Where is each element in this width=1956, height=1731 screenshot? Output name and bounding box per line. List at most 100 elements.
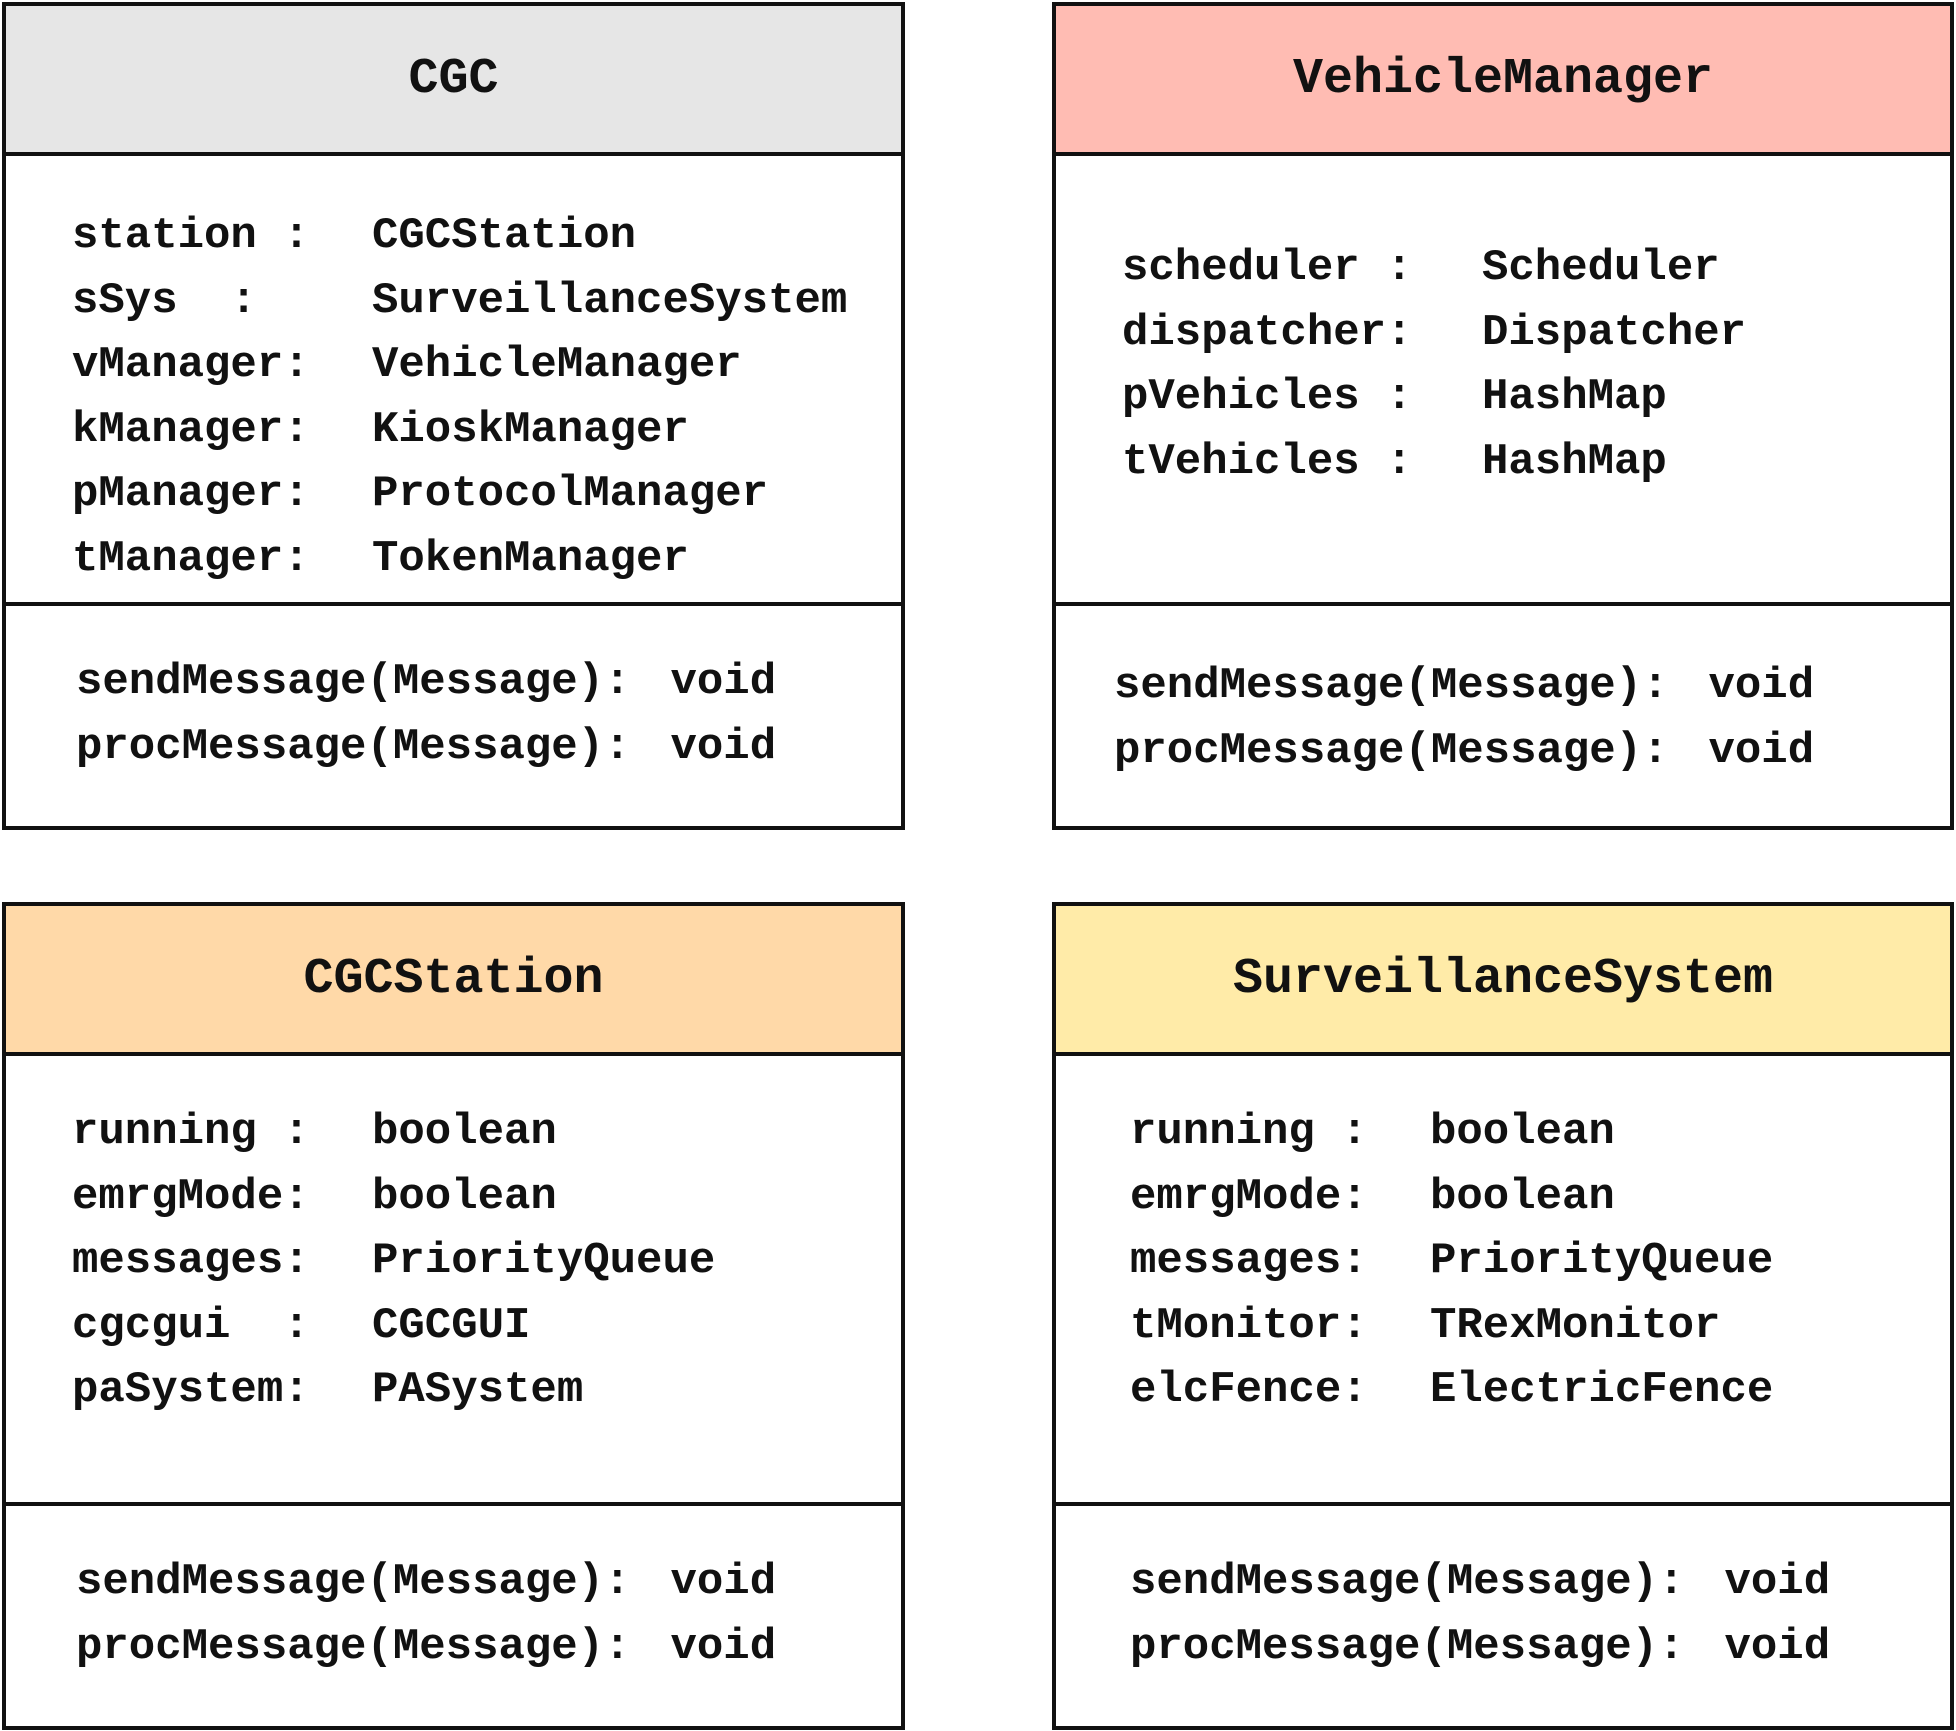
attribute-name: paSystem:	[72, 1365, 310, 1416]
method-return-type: void	[670, 721, 777, 772]
attribute-name: messages:	[72, 1236, 310, 1287]
attribute-row: dispatcher: Dispatcher	[1122, 301, 1950, 366]
attribute-name: station :	[72, 211, 310, 262]
attribute-type: TRexMonitor	[1430, 1300, 1721, 1351]
attribute-name: vManager:	[72, 340, 310, 391]
attribute-type: PriorityQueue	[1430, 1236, 1774, 1287]
method-row: procMessage(Message): void	[1114, 719, 1950, 784]
attribute-type: HashMap	[1482, 436, 1667, 487]
attribute-name: elcFence:	[1130, 1365, 1368, 1416]
attribute-row: cgcgui : CGCGUI	[72, 1294, 901, 1359]
method-return-type: void	[1708, 725, 1815, 776]
attribute-row: running : boolean	[1130, 1100, 1950, 1165]
attribute-name: dispatcher:	[1122, 307, 1413, 358]
attributes-compartment-cgc-station: running : boolean emrgMode: boolean messag…	[6, 1056, 901, 1506]
method-signature: sendMessage(Message):	[1130, 1557, 1685, 1608]
attribute-row: messages: PriorityQueue	[1130, 1229, 1950, 1294]
attribute-name: scheduler :	[1122, 243, 1413, 294]
attribute-type: ElectricFence	[1430, 1365, 1774, 1416]
methods-compartment-cgc: sendMessage(Message): void procMessage(Me…	[6, 606, 901, 779]
attribute-type: Dispatcher	[1482, 307, 1747, 358]
attribute-row: emrgMode: boolean	[1130, 1165, 1950, 1230]
class-box-surveillance-system: SurveillanceSystem running : boolean emrg…	[1052, 902, 1954, 1730]
method-row: sendMessage(Message): void	[76, 1550, 901, 1615]
attribute-type: HashMap	[1482, 372, 1667, 423]
attribute-row: elcFence: ElectricFence	[1130, 1358, 1950, 1423]
attributes-compartment-cgc: station : CGCStation sSys : SurveillanceSy…	[6, 156, 901, 606]
attribute-type: KioskManager	[372, 404, 689, 455]
attribute-type: Scheduler	[1482, 243, 1720, 294]
attribute-row: sSys : SurveillanceSystem	[72, 269, 901, 334]
attribute-name: tMonitor:	[1130, 1300, 1368, 1351]
methods-compartment-cgc-station: sendMessage(Message): void procMessage(Me…	[6, 1506, 901, 1679]
method-return-type: void	[1708, 661, 1815, 712]
method-row: procMessage(Message): void	[76, 1615, 901, 1680]
attribute-name: kManager:	[72, 404, 310, 455]
attribute-name: running :	[1130, 1107, 1368, 1158]
attribute-name: pManager:	[72, 469, 310, 520]
attribute-name: messages:	[1130, 1236, 1368, 1287]
class-name-surveillance-system: SurveillanceSystem	[1056, 906, 1950, 1056]
method-return-type: void	[670, 1621, 777, 1672]
attribute-row: pVehicles : HashMap	[1122, 365, 1950, 430]
method-return-type: void	[1724, 1621, 1831, 1672]
attribute-row: messages: PriorityQueue	[72, 1229, 901, 1294]
attribute-type: boolean	[1430, 1171, 1615, 1222]
attribute-row: vManager: VehicleManager	[72, 333, 901, 398]
attribute-type: boolean	[372, 1171, 557, 1222]
method-signature: sendMessage(Message):	[1114, 661, 1669, 712]
attribute-type: ProtocolManager	[372, 469, 769, 520]
attribute-name: sSys :	[72, 275, 257, 326]
method-signature: procMessage(Message):	[1114, 725, 1669, 776]
method-return-type: void	[670, 1557, 777, 1608]
class-box-cgc: CGC station : CGCStation sSys : Surveillan…	[2, 2, 905, 830]
method-signature: procMessage(Message):	[76, 1621, 631, 1672]
method-signature: sendMessage(Message):	[76, 1557, 631, 1608]
attribute-type: SurveillanceSystem	[372, 275, 848, 326]
method-return-type: void	[670, 657, 777, 708]
attribute-name: pVehicles :	[1122, 372, 1413, 423]
attribute-row: kManager: KioskManager	[72, 398, 901, 463]
attribute-row: running : boolean	[72, 1100, 901, 1165]
class-name-cgc: CGC	[6, 6, 901, 156]
attribute-row: pManager: ProtocolManager	[72, 462, 901, 527]
attribute-type: TokenManager	[372, 533, 689, 584]
attribute-name: tManager:	[72, 533, 310, 584]
attribute-name: emrgMode:	[1130, 1171, 1368, 1222]
attribute-row: emrgMode: boolean	[72, 1165, 901, 1230]
method-return-type: void	[1724, 1557, 1831, 1608]
attribute-name: running :	[72, 1107, 310, 1158]
attribute-type: CGCStation	[372, 211, 637, 262]
attribute-name: cgcgui :	[72, 1300, 310, 1351]
methods-compartment-surveillance-system: sendMessage(Message): void procMessage(Me…	[1056, 1506, 1950, 1679]
method-row: sendMessage(Message): void	[76, 650, 901, 715]
attribute-name: tVehicles :	[1122, 436, 1413, 487]
class-name-cgc-station: CGCStation	[6, 906, 901, 1056]
attribute-type: CGCGUI	[372, 1300, 531, 1351]
method-row: sendMessage(Message): void	[1114, 654, 1950, 719]
class-name-vehicle-manager: VehicleManager	[1056, 6, 1950, 156]
method-row: procMessage(Message): void	[76, 715, 901, 780]
class-box-vehicle-manager: VehicleManager scheduler : Scheduler disp…	[1052, 2, 1954, 830]
method-signature: sendMessage(Message):	[76, 657, 631, 708]
attribute-row: tVehicles : HashMap	[1122, 430, 1950, 495]
attribute-row: station : CGCStation	[72, 204, 901, 269]
attributes-compartment-surveillance-system: running : boolean emrgMode: boolean messag…	[1056, 1056, 1950, 1506]
methods-compartment-vehicle-manager: sendMessage(Message): void procMessage(Me…	[1056, 606, 1950, 783]
method-signature: procMessage(Message):	[1130, 1621, 1685, 1672]
attribute-type: PriorityQueue	[372, 1236, 716, 1287]
attribute-type: boolean	[372, 1107, 557, 1158]
attribute-row: paSystem: PASystem	[72, 1358, 901, 1423]
method-row: sendMessage(Message): void	[1130, 1550, 1950, 1615]
class-box-cgc-station: CGCStation running : boolean emrgMode: boo…	[2, 902, 905, 1730]
attribute-type: PASystem	[372, 1365, 584, 1416]
attributes-compartment-vehicle-manager: scheduler : Scheduler dispatcher: Dispatch…	[1056, 156, 1950, 606]
method-row: procMessage(Message): void	[1130, 1615, 1950, 1680]
attribute-type: boolean	[1430, 1107, 1615, 1158]
attribute-type: VehicleManager	[372, 340, 742, 391]
attribute-name: emrgMode:	[72, 1171, 310, 1222]
attribute-row: tManager: TokenManager	[72, 527, 901, 592]
method-signature: procMessage(Message):	[76, 721, 631, 772]
attribute-row: scheduler : Scheduler	[1122, 236, 1950, 301]
attribute-row: tMonitor: TRexMonitor	[1130, 1294, 1950, 1359]
